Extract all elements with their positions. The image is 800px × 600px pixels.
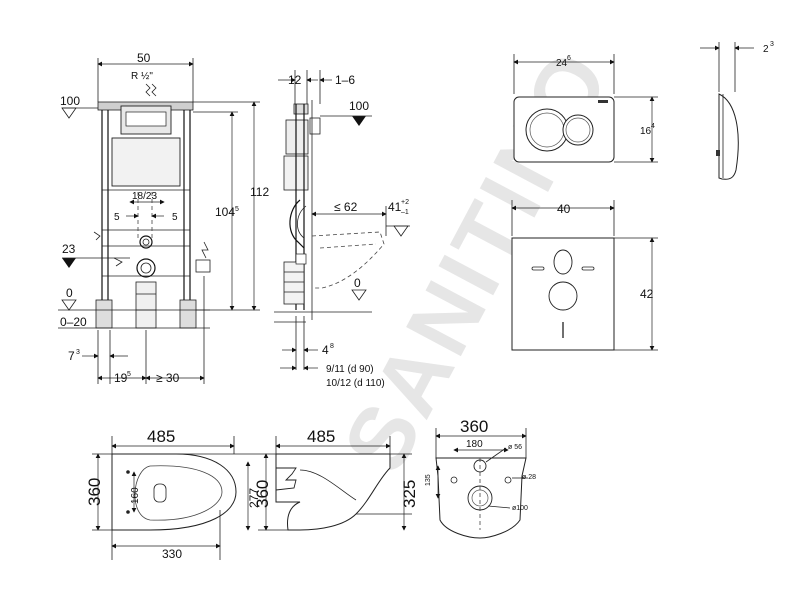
side-right-label: 5 <box>172 212 178 223</box>
bowl-back-vertical-label: 135 <box>425 474 432 486</box>
tol-plus-label: +2 <box>401 199 409 206</box>
pad-width-label: 40 <box>557 202 571 216</box>
plate-thickness-sup: 3 <box>770 41 774 48</box>
pipe-b-label: 10/12 (d 110) <box>326 378 385 389</box>
bottom-offset-sup: 8 <box>330 343 334 350</box>
depth-range-label: 1–6 <box>335 73 355 87</box>
bowl-back-width-label: 360 <box>460 417 488 436</box>
bowl-side-view: 485 360 325 <box>253 427 419 531</box>
bowl-top-view: 485 360 160 277 330 <box>85 427 261 561</box>
side-level-floor-label: 0 <box>354 276 361 290</box>
frame-side-view: 12 1–6 100 ≤ 62 41 +2 –1 <box>274 70 410 389</box>
offset-left-sup: 3 <box>76 349 80 356</box>
bowl-side-height-label: 325 <box>400 480 419 508</box>
plate-height-label: 16 <box>640 126 652 137</box>
tol-base-label: 41 <box>388 200 402 214</box>
level-top-label: 100 <box>60 94 80 108</box>
height-frame-label: 104 <box>215 205 235 219</box>
depth-top-label: 12 <box>288 73 302 87</box>
tol-minus-label: –1 <box>401 209 409 216</box>
hole-side-label: ø 28 <box>522 474 536 481</box>
bowl-top-bottom-length-label: 330 <box>162 547 182 561</box>
height-frame-sup: 5 <box>235 206 239 213</box>
frame-front-view: 50 R ½" 18/23 5 5 <box>58 51 269 385</box>
side-level-top-label: 100 <box>349 99 369 113</box>
frame-width-label: 50 <box>137 51 151 65</box>
pad-height-label: 42 <box>640 287 654 301</box>
offset-a-sup: 5 <box>127 371 131 378</box>
bottom-offset-label: 4 <box>322 343 329 357</box>
flush-plate-front: 24 6 16 4 <box>513 54 658 163</box>
bowl-back-view: 360 180 ø 56 ø 28 ø100 135 <box>425 417 536 539</box>
sound-pad: 40 42 <box>511 200 658 351</box>
bowl-top-length-label: 485 <box>147 427 175 446</box>
pipe-a-label: 9/11 (d 90) <box>326 364 374 375</box>
height-total-label: 112 <box>250 185 269 199</box>
thread-label: R ½" <box>131 71 153 82</box>
bowl-side-length-label: 485 <box>307 427 335 446</box>
bowl-top-inner-length-label: 277 <box>247 488 261 508</box>
bowl-side-width-label: 360 <box>253 480 272 508</box>
floor-range-label: 0–20 <box>60 315 87 329</box>
plate-width-sup: 6 <box>567 55 571 62</box>
plate-height-sup: 4 <box>651 123 655 130</box>
plate-width-label: 24 <box>556 58 568 69</box>
level-floor-label: 0 <box>66 286 73 300</box>
hole-bottom-label: ø100 <box>512 505 528 512</box>
offset-a-label: 19 <box>114 371 128 385</box>
hole-top-label: ø 56 <box>508 444 522 451</box>
offset-b-label: ≥ 30 <box>156 371 180 385</box>
spacing-label: 18/23 <box>132 191 157 202</box>
projection-label: ≤ 62 <box>334 200 358 214</box>
side-left-label: 5 <box>114 212 120 223</box>
bowl-top-inner-width-label: 160 <box>130 487 141 504</box>
plate-thickness-label: 2 <box>763 44 769 55</box>
flush-plate-side: 2 3 <box>700 41 774 180</box>
offset-left-label: 7 <box>68 349 75 363</box>
bowl-top-width-label: 360 <box>85 478 104 506</box>
level-mid-label: 23 <box>62 242 76 256</box>
bowl-back-spacing-label: 180 <box>466 439 483 450</box>
